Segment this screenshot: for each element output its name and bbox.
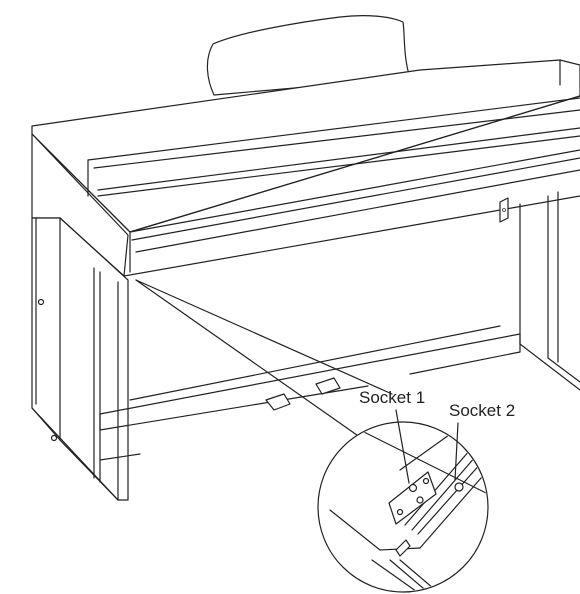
magnified-socket-view [317, 421, 489, 593]
socket-2-label: Socket 2 [449, 401, 516, 420]
piano-cabinet [31, 97, 580, 277]
pedals [265, 377, 341, 411]
label-leaders [395, 409, 459, 484]
callout-lines [135, 279, 393, 441]
right-side-panel [499, 191, 580, 391]
socket-1-label: Socket 1 [359, 388, 426, 407]
